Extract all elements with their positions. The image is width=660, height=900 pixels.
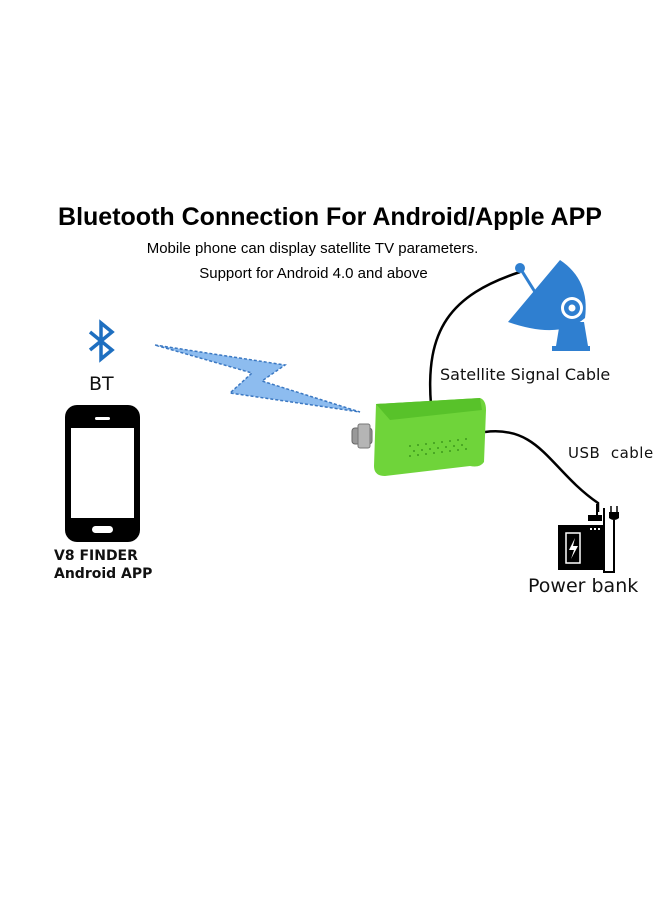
bluetooth-icon xyxy=(88,319,115,363)
app-label-line-1: V8 FINDER xyxy=(54,548,138,564)
usb-cable-label: USB cable xyxy=(568,444,654,462)
page-title: Bluetooth Connection For Android/Apple A… xyxy=(58,203,602,231)
subtitle-line-2: Support for Android 4.0 and above xyxy=(199,265,428,282)
power-bank-icon xyxy=(558,504,619,573)
subtitle-line-1: Mobile phone can display satellite TV pa… xyxy=(146,240,479,257)
wireless-signal-bolt xyxy=(154,344,361,413)
satellite-cable-label: Satellite Signal Cable xyxy=(440,365,611,384)
satellite-finder-device xyxy=(351,398,486,476)
smartphone-icon xyxy=(65,405,140,542)
usb-cable xyxy=(484,430,600,512)
satellite-dish-icon xyxy=(508,260,590,351)
power-bank-label: Power bank xyxy=(528,575,639,597)
app-label-line-2: Android APP xyxy=(54,566,153,582)
satellite-signal-cable xyxy=(428,270,521,406)
bluetooth-label: BT xyxy=(89,373,114,395)
